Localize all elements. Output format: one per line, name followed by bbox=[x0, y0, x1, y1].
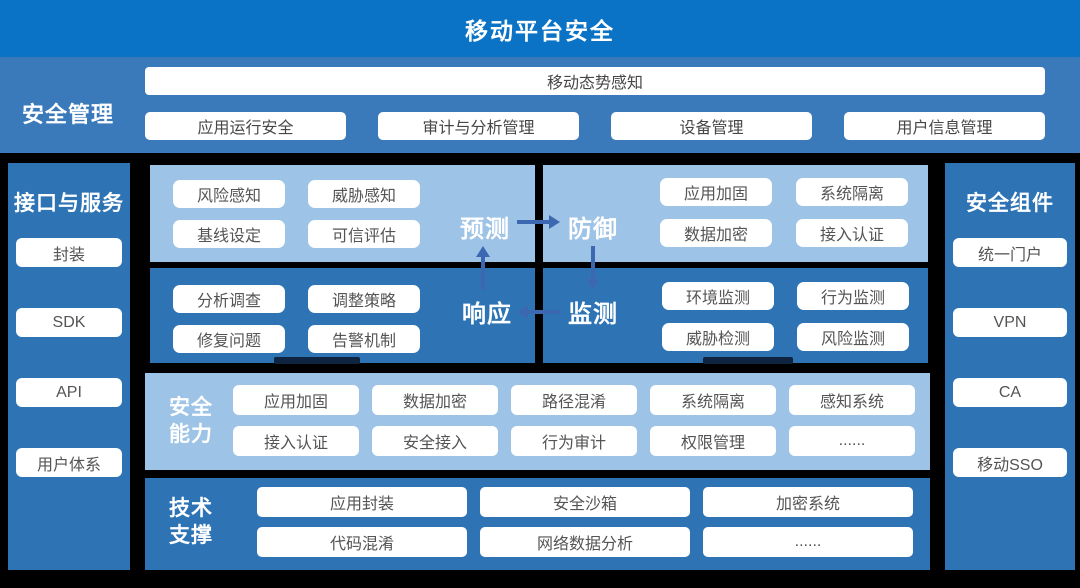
interface-item: API bbox=[16, 378, 122, 407]
arrow-down-defense-to-monitor-icon bbox=[586, 246, 600, 290]
capability-item: 权限管理 bbox=[650, 426, 776, 456]
management-item: 用户信息管理 bbox=[844, 112, 1045, 140]
interfaces-services-panel: 接口与服务 封装 SDK API 用户体系 bbox=[8, 163, 130, 570]
security-components-panel: 安全组件 统一门户 VPN CA 移动SSO bbox=[945, 163, 1075, 570]
predict-label: 预测 bbox=[460, 216, 510, 243]
situational-awareness-bar: 移动态势感知 bbox=[145, 67, 1045, 95]
interface-item: 用户体系 bbox=[16, 448, 122, 477]
support-row: 应用封装 安全沙箱 加密系统 bbox=[257, 487, 913, 517]
capability-item: 行为审计 bbox=[511, 426, 637, 456]
predict-item: 基线设定 bbox=[173, 220, 285, 248]
component-item: CA bbox=[953, 378, 1067, 407]
component-item: VPN bbox=[953, 308, 1067, 337]
monitor-item: 环境监测 bbox=[662, 282, 774, 310]
predict-panel: 风险感知 威胁感知 基线设定 可信评估 预测 bbox=[150, 165, 535, 262]
predict-item: 威胁感知 bbox=[308, 180, 420, 208]
security-components-title: 安全组件 bbox=[966, 192, 1054, 215]
response-item: 告警机制 bbox=[308, 325, 420, 353]
arrow-up-response-to-predict-icon bbox=[476, 246, 490, 290]
capability-item: 数据加密 bbox=[372, 385, 498, 415]
capability-item: 感知系统 bbox=[789, 385, 915, 415]
security-management-band: 安全管理 移动态势感知 应用运行安全 审计与分析管理 设备管理 用户信息管理 bbox=[0, 57, 1080, 153]
capability-item: ...... bbox=[789, 426, 915, 456]
interface-item: 封装 bbox=[16, 238, 122, 267]
component-item: 移动SSO bbox=[953, 448, 1067, 477]
support-item: 代码混淆 bbox=[257, 527, 467, 557]
interfaces-services-title: 接口与服务 bbox=[14, 192, 124, 215]
response-item: 分析调查 bbox=[173, 285, 285, 313]
capability-item: 应用加固 bbox=[233, 385, 359, 415]
predict-item: 风险感知 bbox=[173, 180, 285, 208]
defense-item: 系统隔离 bbox=[796, 178, 908, 206]
response-item: 修复问题 bbox=[173, 325, 285, 353]
predict-item: 可信评估 bbox=[308, 220, 420, 248]
management-item: 应用运行安全 bbox=[145, 112, 346, 140]
component-item: 统一门户 bbox=[953, 238, 1067, 267]
arrow-left-monitor-to-response-icon bbox=[517, 305, 561, 319]
capability-item: 系统隔离 bbox=[650, 385, 776, 415]
capability-item: 安全接入 bbox=[372, 426, 498, 456]
response-item: 调整策略 bbox=[308, 285, 420, 313]
arrow-right-predict-to-defense-icon bbox=[517, 215, 561, 229]
header-bar: 移动平台安全 bbox=[0, 0, 1080, 57]
technical-support-label: 技术支撑 bbox=[169, 497, 213, 547]
monitor-item: 风险监测 bbox=[797, 323, 909, 351]
defense-label: 防御 bbox=[568, 216, 618, 243]
monitor-label: 监测 bbox=[568, 301, 618, 328]
monitor-panel: 监测 环境监测 行为监测 威胁检测 风险监测 bbox=[543, 268, 928, 363]
capability-item: 接入认证 bbox=[233, 426, 359, 456]
technical-support-panel: 技术支撑 应用封装 安全沙箱 加密系统 代码混淆 网络数据分析 ...... bbox=[145, 478, 930, 570]
support-row: 代码混淆 网络数据分析 ...... bbox=[257, 527, 913, 557]
clipped-text-artifact bbox=[703, 357, 793, 364]
clipped-text-artifact bbox=[274, 357, 360, 364]
management-items-row: 应用运行安全 审计与分析管理 设备管理 用户信息管理 bbox=[145, 112, 1045, 140]
management-item: 设备管理 bbox=[611, 112, 812, 140]
defense-item: 应用加固 bbox=[660, 178, 772, 206]
security-management-label: 安全管理 bbox=[22, 102, 115, 127]
support-item: ...... bbox=[703, 527, 913, 557]
support-item: 安全沙箱 bbox=[480, 487, 690, 517]
monitor-item: 威胁检测 bbox=[662, 323, 774, 351]
defense-item: 数据加密 bbox=[660, 219, 772, 247]
monitor-item: 行为监测 bbox=[797, 282, 909, 310]
response-label: 响应 bbox=[462, 301, 512, 328]
support-item: 加密系统 bbox=[703, 487, 913, 517]
defense-panel: 防御 应用加固 系统隔离 数据加密 接入认证 bbox=[543, 165, 928, 262]
security-capability-panel: 安全能力 应用加固 数据加密 路径混淆 系统隔离 感知系统 接入认证 安全接入 … bbox=[145, 373, 930, 470]
response-panel: 分析调查 调整策略 修复问题 告警机制 响应 bbox=[150, 268, 535, 363]
interface-item: SDK bbox=[16, 308, 122, 337]
capability-row: 应用加固 数据加密 路径混淆 系统隔离 感知系统 bbox=[233, 385, 915, 415]
support-item: 网络数据分析 bbox=[480, 527, 690, 557]
security-capability-label: 安全能力 bbox=[169, 396, 213, 446]
capability-item: 路径混淆 bbox=[511, 385, 637, 415]
diagram-title: 移动平台安全 bbox=[465, 17, 615, 44]
support-item: 应用封装 bbox=[257, 487, 467, 517]
defense-item: 接入认证 bbox=[796, 219, 908, 247]
management-item: 审计与分析管理 bbox=[378, 112, 579, 140]
capability-row: 接入认证 安全接入 行为审计 权限管理 ...... bbox=[233, 426, 915, 456]
